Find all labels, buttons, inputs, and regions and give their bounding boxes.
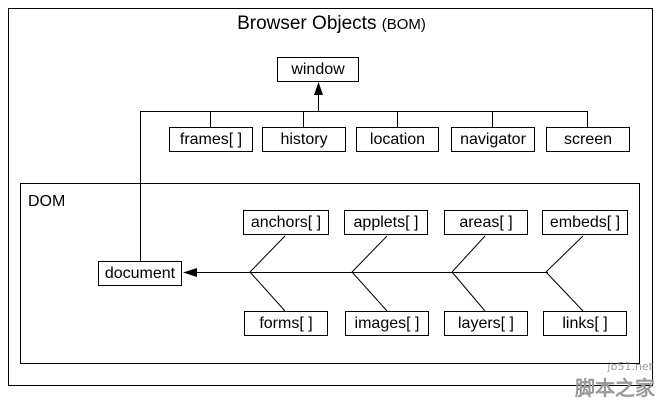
window-arrowhead: [314, 82, 323, 95]
anchors-node: anchors[ ]: [243, 210, 329, 235]
document-arrowhead: [183, 268, 197, 277]
applets-node: applets[ ]: [344, 210, 428, 235]
layers-node: layers[ ]: [444, 311, 528, 336]
images-link-line: [351, 271, 388, 312]
images-node: images[ ]: [345, 311, 429, 336]
layers-link-line: [451, 271, 486, 312]
navigator-node: navigator: [451, 127, 535, 152]
title-main: Browser Objects: [237, 13, 377, 34]
applets-link-line: [351, 235, 388, 273]
embeds-node: embeds[ ]: [542, 210, 628, 235]
embeds-link-line: [545, 235, 584, 273]
areas-link-line: [451, 235, 486, 273]
dom-label: DOM: [28, 193, 66, 210]
watermark-url: jb51.net: [607, 360, 653, 373]
dom-frame: [20, 183, 640, 364]
areas-node: areas[ ]: [444, 210, 528, 235]
forms-node: forms[ ]: [244, 311, 328, 336]
screen-node: screen: [546, 127, 630, 152]
history-node: history: [262, 127, 346, 152]
links-link-line: [545, 271, 584, 312]
watermark: jb51.net 脚本之家: [512, 352, 663, 400]
diagram-title: Browser Objects (BOM): [0, 12, 663, 37]
anchors-link-line: [249, 235, 286, 273]
bom-frame: [8, 8, 653, 386]
document-node: document: [98, 261, 182, 286]
links-node: links[ ]: [543, 311, 627, 336]
forms-link-line: [249, 271, 286, 312]
watermark-text: 脚本之家: [575, 376, 655, 400]
title-suffix: (BOM): [381, 16, 426, 33]
frames-node: frames[ ]: [169, 127, 253, 152]
window-node: window: [277, 57, 359, 82]
location-node: location: [356, 127, 439, 152]
